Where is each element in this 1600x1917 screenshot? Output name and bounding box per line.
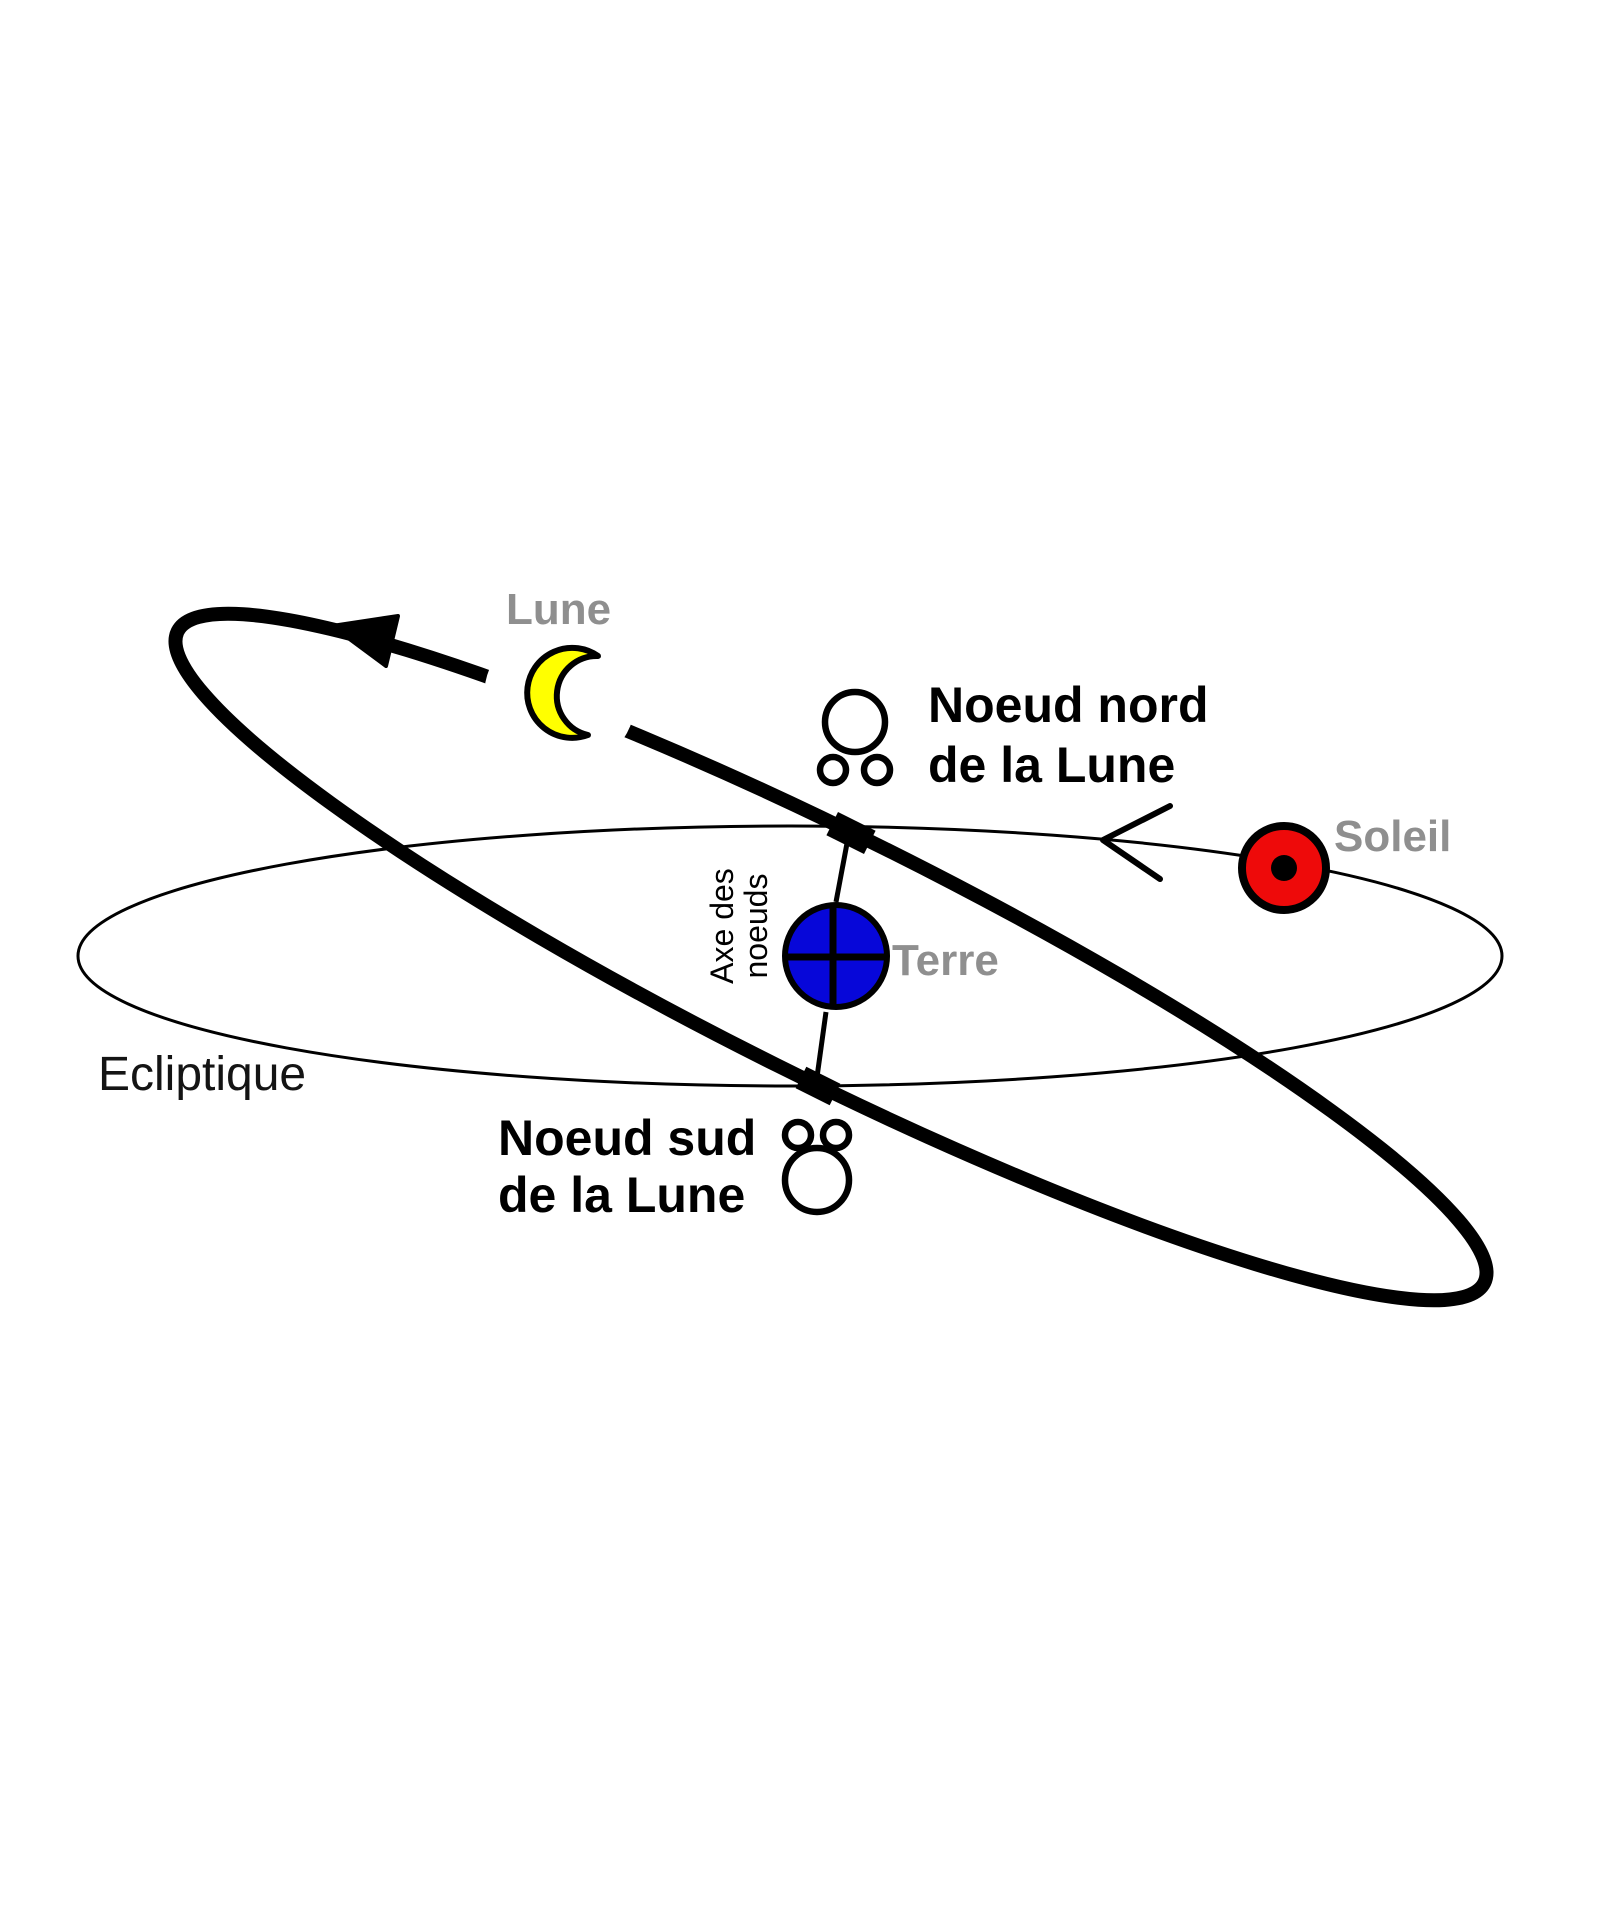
nodes-axis-line-lower [814, 1011, 829, 1078]
north-node-label-line1: Noeud nord [928, 677, 1209, 733]
crescent-moon-icon [524, 644, 601, 741]
south-node-label-line1: Noeud sud [498, 1110, 756, 1166]
earth-label: Terre [892, 936, 999, 985]
sun-direction-arrow-icon [1100, 803, 1173, 882]
sun-label: Soleil [1334, 812, 1451, 861]
sun-disc-icon [1238, 822, 1330, 914]
nodes-axis-label: Axe des noeuds [704, 868, 774, 984]
ascending-node-symbol-icon [816, 688, 894, 787]
nodes-axis-label-line2: noeuds [738, 874, 774, 979]
south-node-marker [795, 1066, 841, 1106]
earth-globe-icon [782, 902, 890, 1010]
descending-node-symbol-icon [781, 1118, 853, 1216]
ecliptic-label: Ecliptique [98, 1048, 306, 1101]
orbit-direction-arrow-icon [330, 614, 400, 668]
sun-center-dot [1271, 855, 1297, 881]
south-node-label-line2: de la Lune [498, 1167, 745, 1223]
north-node-label-line2: de la Lune [928, 737, 1175, 793]
ecliptic-ellipse [76, 824, 1504, 1088]
moon-label: Lune [506, 585, 611, 634]
north-node-marker [826, 811, 876, 855]
orbit-gap-mask [484, 621, 636, 773]
lunar-orbit-ellipse [168, 606, 1494, 1308]
nodes-axis-label-line1: Axe des [704, 868, 740, 984]
nodes-axis-line-upper [833, 837, 851, 903]
